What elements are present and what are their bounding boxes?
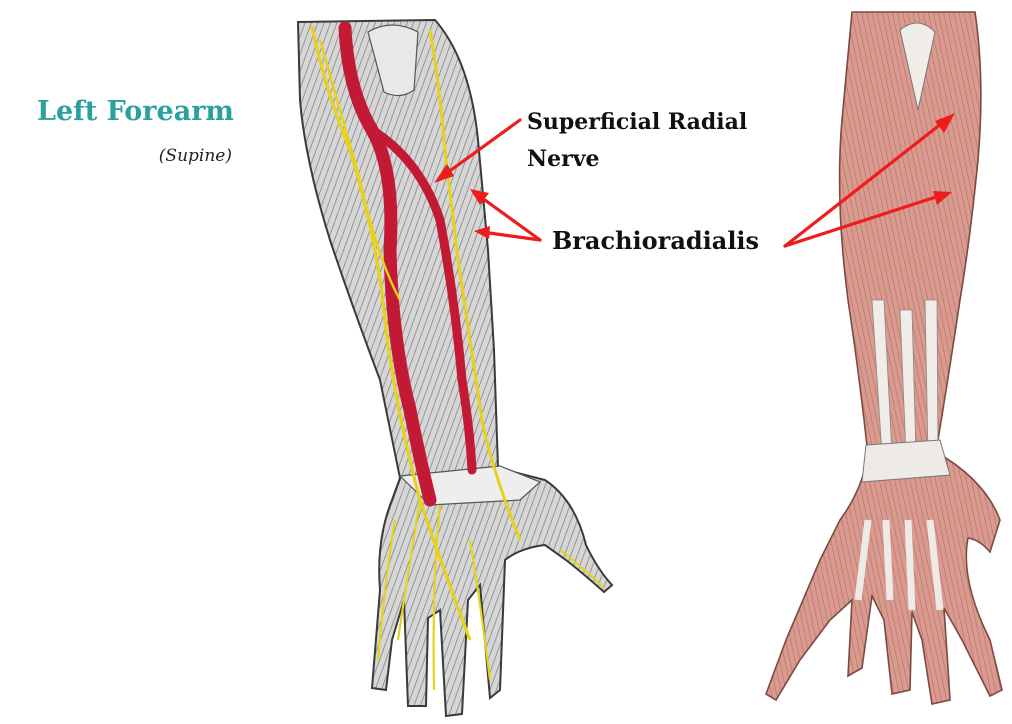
page-title: Left Forearm (37, 96, 234, 127)
heading-block: Left Forearm (Supine) (0, 0, 240, 200)
superficial-radial-nerve-label: Superficial Radial Nerve (527, 104, 747, 178)
nerve-label-line1: Superficial Radial (527, 104, 747, 141)
page-subtitle: (Supine) (159, 146, 232, 166)
brachioradialis-label: Brachioradialis (552, 226, 759, 255)
nerve-label-line2: Nerve (527, 141, 747, 178)
forearm-muscle-illustration (766, 12, 1002, 704)
